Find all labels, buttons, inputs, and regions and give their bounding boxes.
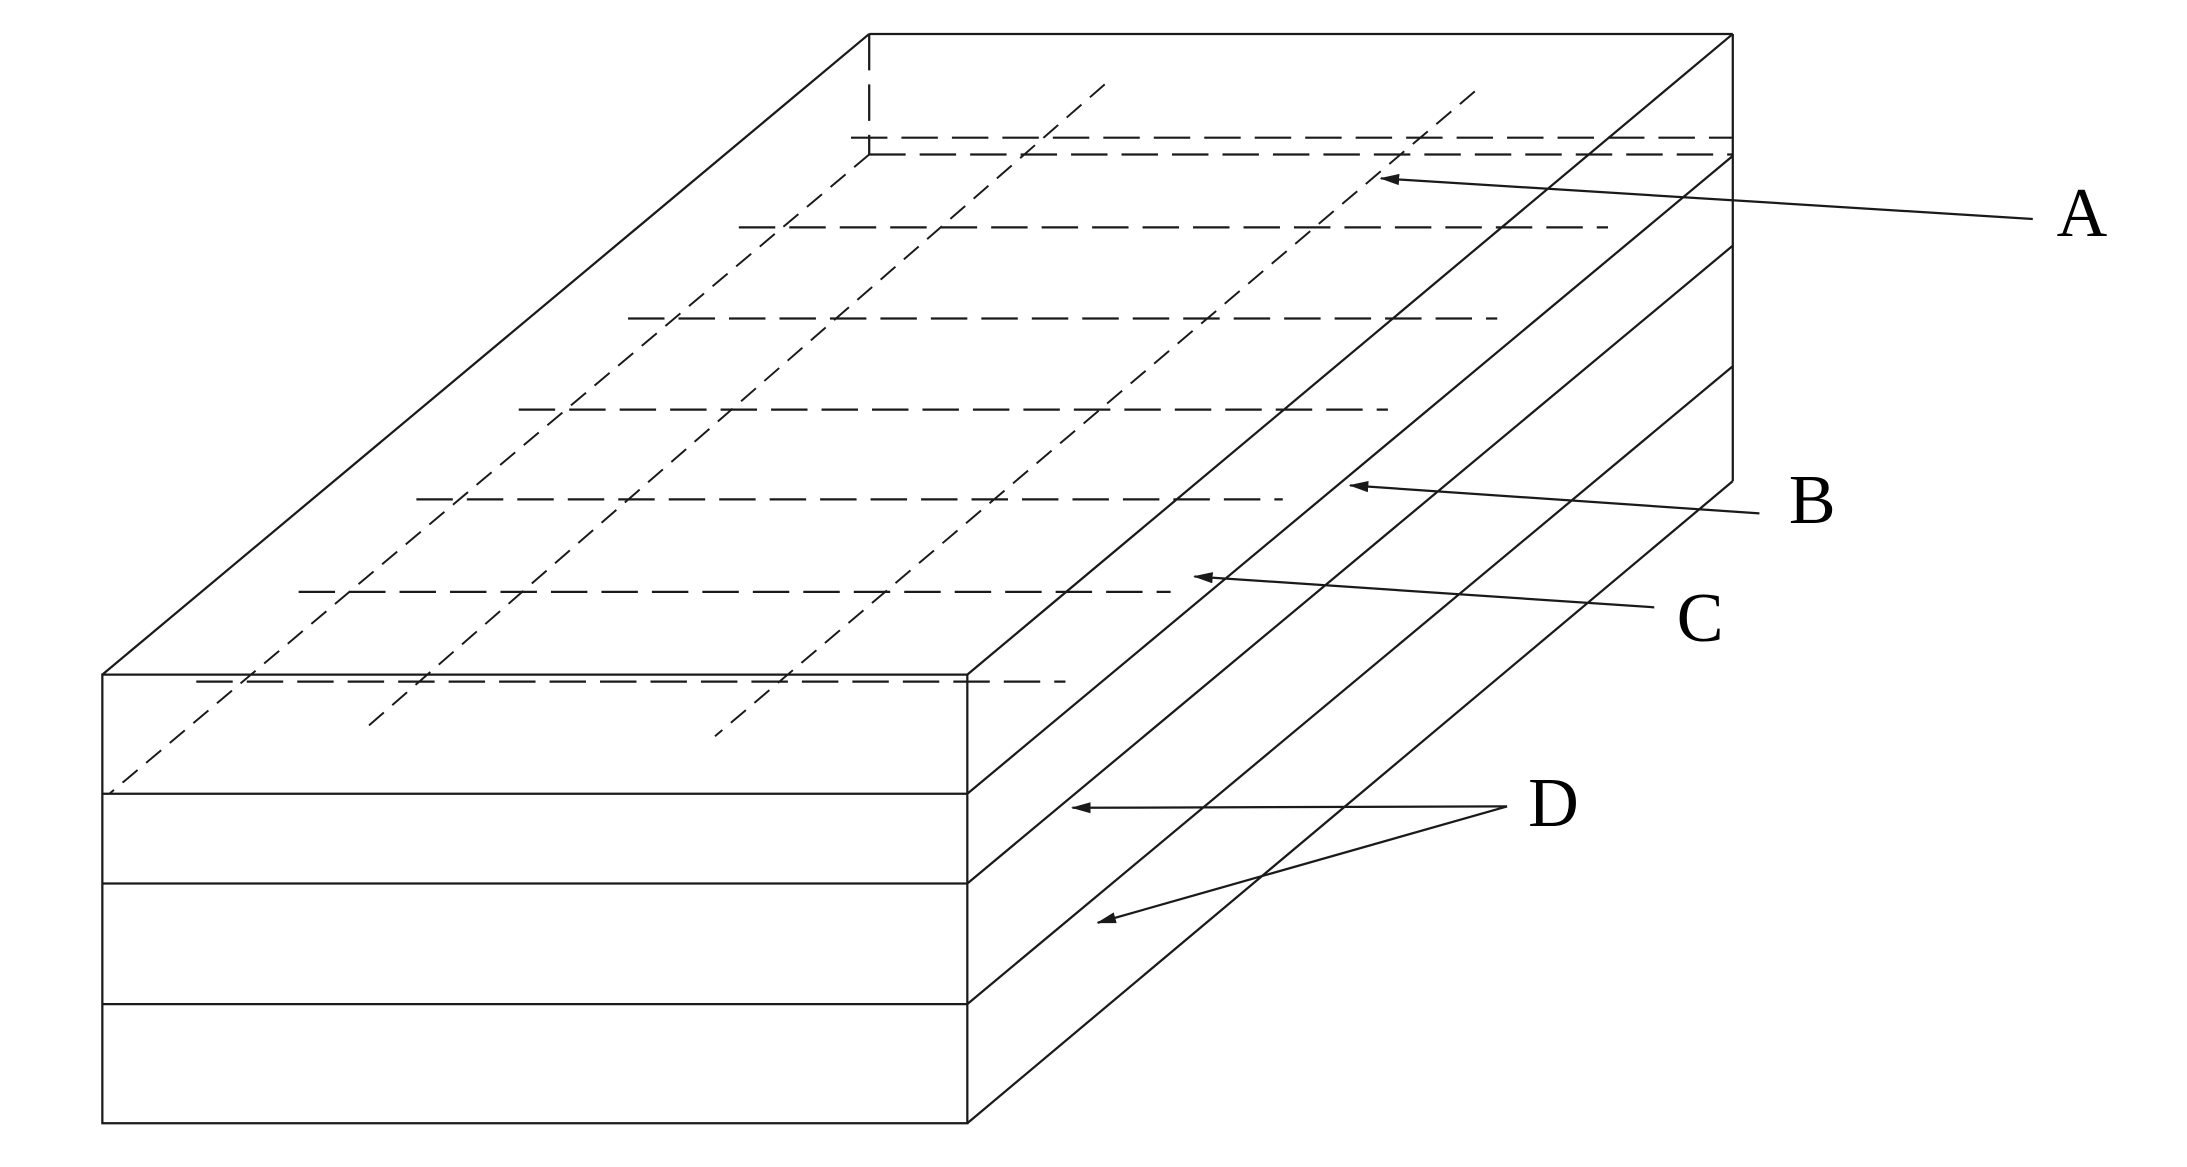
dashed-diagonal bbox=[363, 83, 1106, 731]
arrow-c bbox=[1193, 572, 1655, 609]
top-right-edge bbox=[966, 33, 1734, 676]
side-layer-line bbox=[966, 244, 1734, 885]
box-outline bbox=[101, 32, 1734, 1125]
front-face bbox=[101, 673, 969, 1125]
label-c: C bbox=[1677, 580, 1724, 657]
label-d: D bbox=[1528, 765, 1579, 842]
side-layer-line bbox=[966, 155, 1734, 795]
top-left-edge bbox=[101, 33, 870, 676]
arrow-d-upper bbox=[1071, 802, 1508, 814]
hidden-diagonal bbox=[108, 153, 870, 795]
arrow-a bbox=[1379, 173, 2033, 221]
label-b: B bbox=[1789, 462, 1836, 539]
arrow-d-lower bbox=[1096, 805, 1508, 924]
arrow-b bbox=[1348, 481, 1760, 515]
hidden-lines bbox=[108, 33, 1733, 795]
side-layer-line bbox=[966, 365, 1734, 1005]
label-a: A bbox=[2057, 175, 2108, 252]
side-bottom-edge bbox=[966, 480, 1734, 1125]
dashed-diagonal bbox=[714, 90, 1476, 738]
callouts: A B C D bbox=[1071, 173, 2108, 924]
